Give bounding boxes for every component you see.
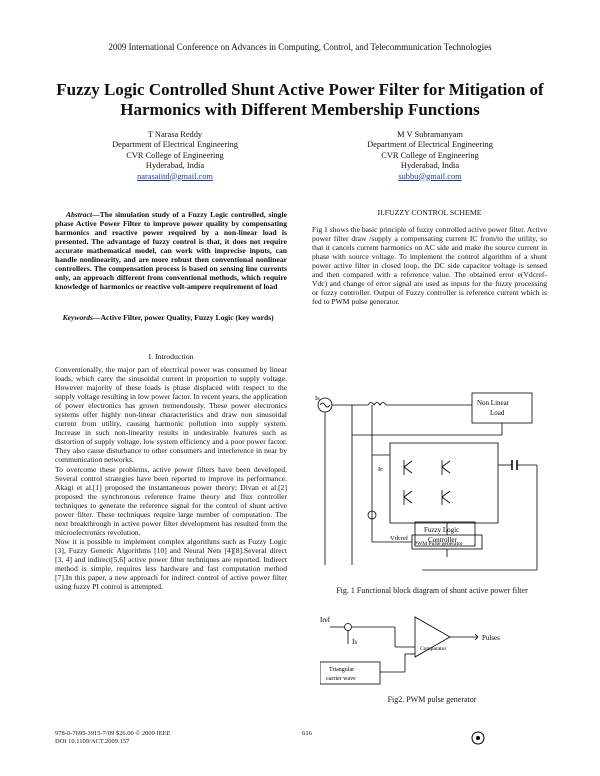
summing-junction-icon [344,623,352,631]
computer-society-logo [470,720,540,750]
footer-copyright: 978-0-7695-3915-7/09 $26.00 © 2009 IEEE … [55,730,171,745]
fig1-fuzzy-label-2: Controller [428,536,457,544]
section-heading-introduction: I. Introduction [148,352,194,361]
keywords-text: Active Filter, power Quality, Fuzzy Logi… [100,313,274,322]
author-block-2: M V Subramanyam Department of Electrical… [320,130,540,182]
load-box [471,392,533,424]
author-name: M V Subramanyam [397,130,463,139]
page-number: 616 [302,730,312,737]
fig1-ic-label: Ic [378,466,383,473]
fig2-carrier-label-1: Triangular [329,667,354,673]
fig2-comparator-label: Comparator [420,646,446,652]
intro-paragraph: To overcome these problems, active power… [55,464,287,537]
fig1-fuzzy-label-1: Fuzzy Logic [424,526,459,534]
abstract-label: Abstract— [65,210,100,219]
fig1-fuzzy-controller: Fuzzy Logic Controller Vdcref [390,521,476,547]
fig1-is-label: Is [315,395,320,402]
paper-title: Fuzzy Logic Controlled Shunt Active Powe… [30,80,570,120]
author-block-1: T Narasa Reddy Department of Electrical … [65,130,285,182]
fig2-iref-label: Iref [320,616,331,624]
fig1-load-label-2: Load [490,409,505,417]
keywords-label: Keywords— [62,313,101,322]
carrier-box [320,661,381,685]
fig1-pwm-label: PWM Pulse generator [414,541,463,547]
fig1-load-label-1: Non Linear [477,399,510,407]
intro-paragraph: Conventionally, the major part of electr… [55,365,287,465]
intro-paragraph: Now it is possible to implement complex … [55,536,287,592]
author-email-link[interactable]: subbu@gmail.com [398,171,462,181]
fuzzy-control-body: Fig 1 shows the basic principle of fuzzy… [312,225,547,307]
figure-1-block-diagram: Non Linear Load PWM Pulse generator Is I… [315,392,538,571]
keywords: Keywords—Active Filter, power Quality, F… [55,313,287,322]
figure-2-pwm-diagram: Iref Is Pulses Comparator Triangular car… [320,616,500,685]
author-email-link[interactable]: narasaiitd@gmail.com [137,171,213,181]
comparator-triangle [414,616,451,658]
author-city: Hyderabad, India [400,161,460,171]
author-city: Hyderabad, India [145,161,205,171]
inductor-icon [367,402,387,406]
inverter-bridge [389,442,499,524]
figure-2-caption: Fig2. PWM pulse generator [387,695,477,704]
fig2-is-label: Is [352,638,357,646]
fig2-carrier-label-2: carrier wave [326,676,356,682]
author-name: T Narasa Reddy [147,130,203,139]
figure-1-caption: Fig. 1 Functional block diagram of shunt… [336,586,528,595]
author-college: CVR College of Engineering [126,150,224,160]
title-line-2: Harmonics with Different Membership Func… [120,100,480,119]
author-college: CVR College of Engineering [381,150,479,160]
conference-header: 2009 International Conference on Advance… [108,42,492,52]
title-line-1: Fuzzy Logic Controlled Shunt Active Powe… [56,80,544,99]
author-dept: Department of Electrical Engineering [112,140,238,150]
section-heading-fuzzy-control: II.FUZZY CONTROL SCHEME [377,208,482,217]
fig1-vdc-label: Vdcref [390,535,409,542]
fig2-pulses-label: Pulses [482,634,500,642]
introduction-body: Conventionally, the major part of electr… [55,365,287,591]
author-dept: Department of Electrical Engineering [367,140,493,150]
abstract-text: The simulation study of a Fuzzy Logic co… [55,210,287,292]
abstract: Abstract—The simulation study of a Fuzzy… [55,210,287,291]
